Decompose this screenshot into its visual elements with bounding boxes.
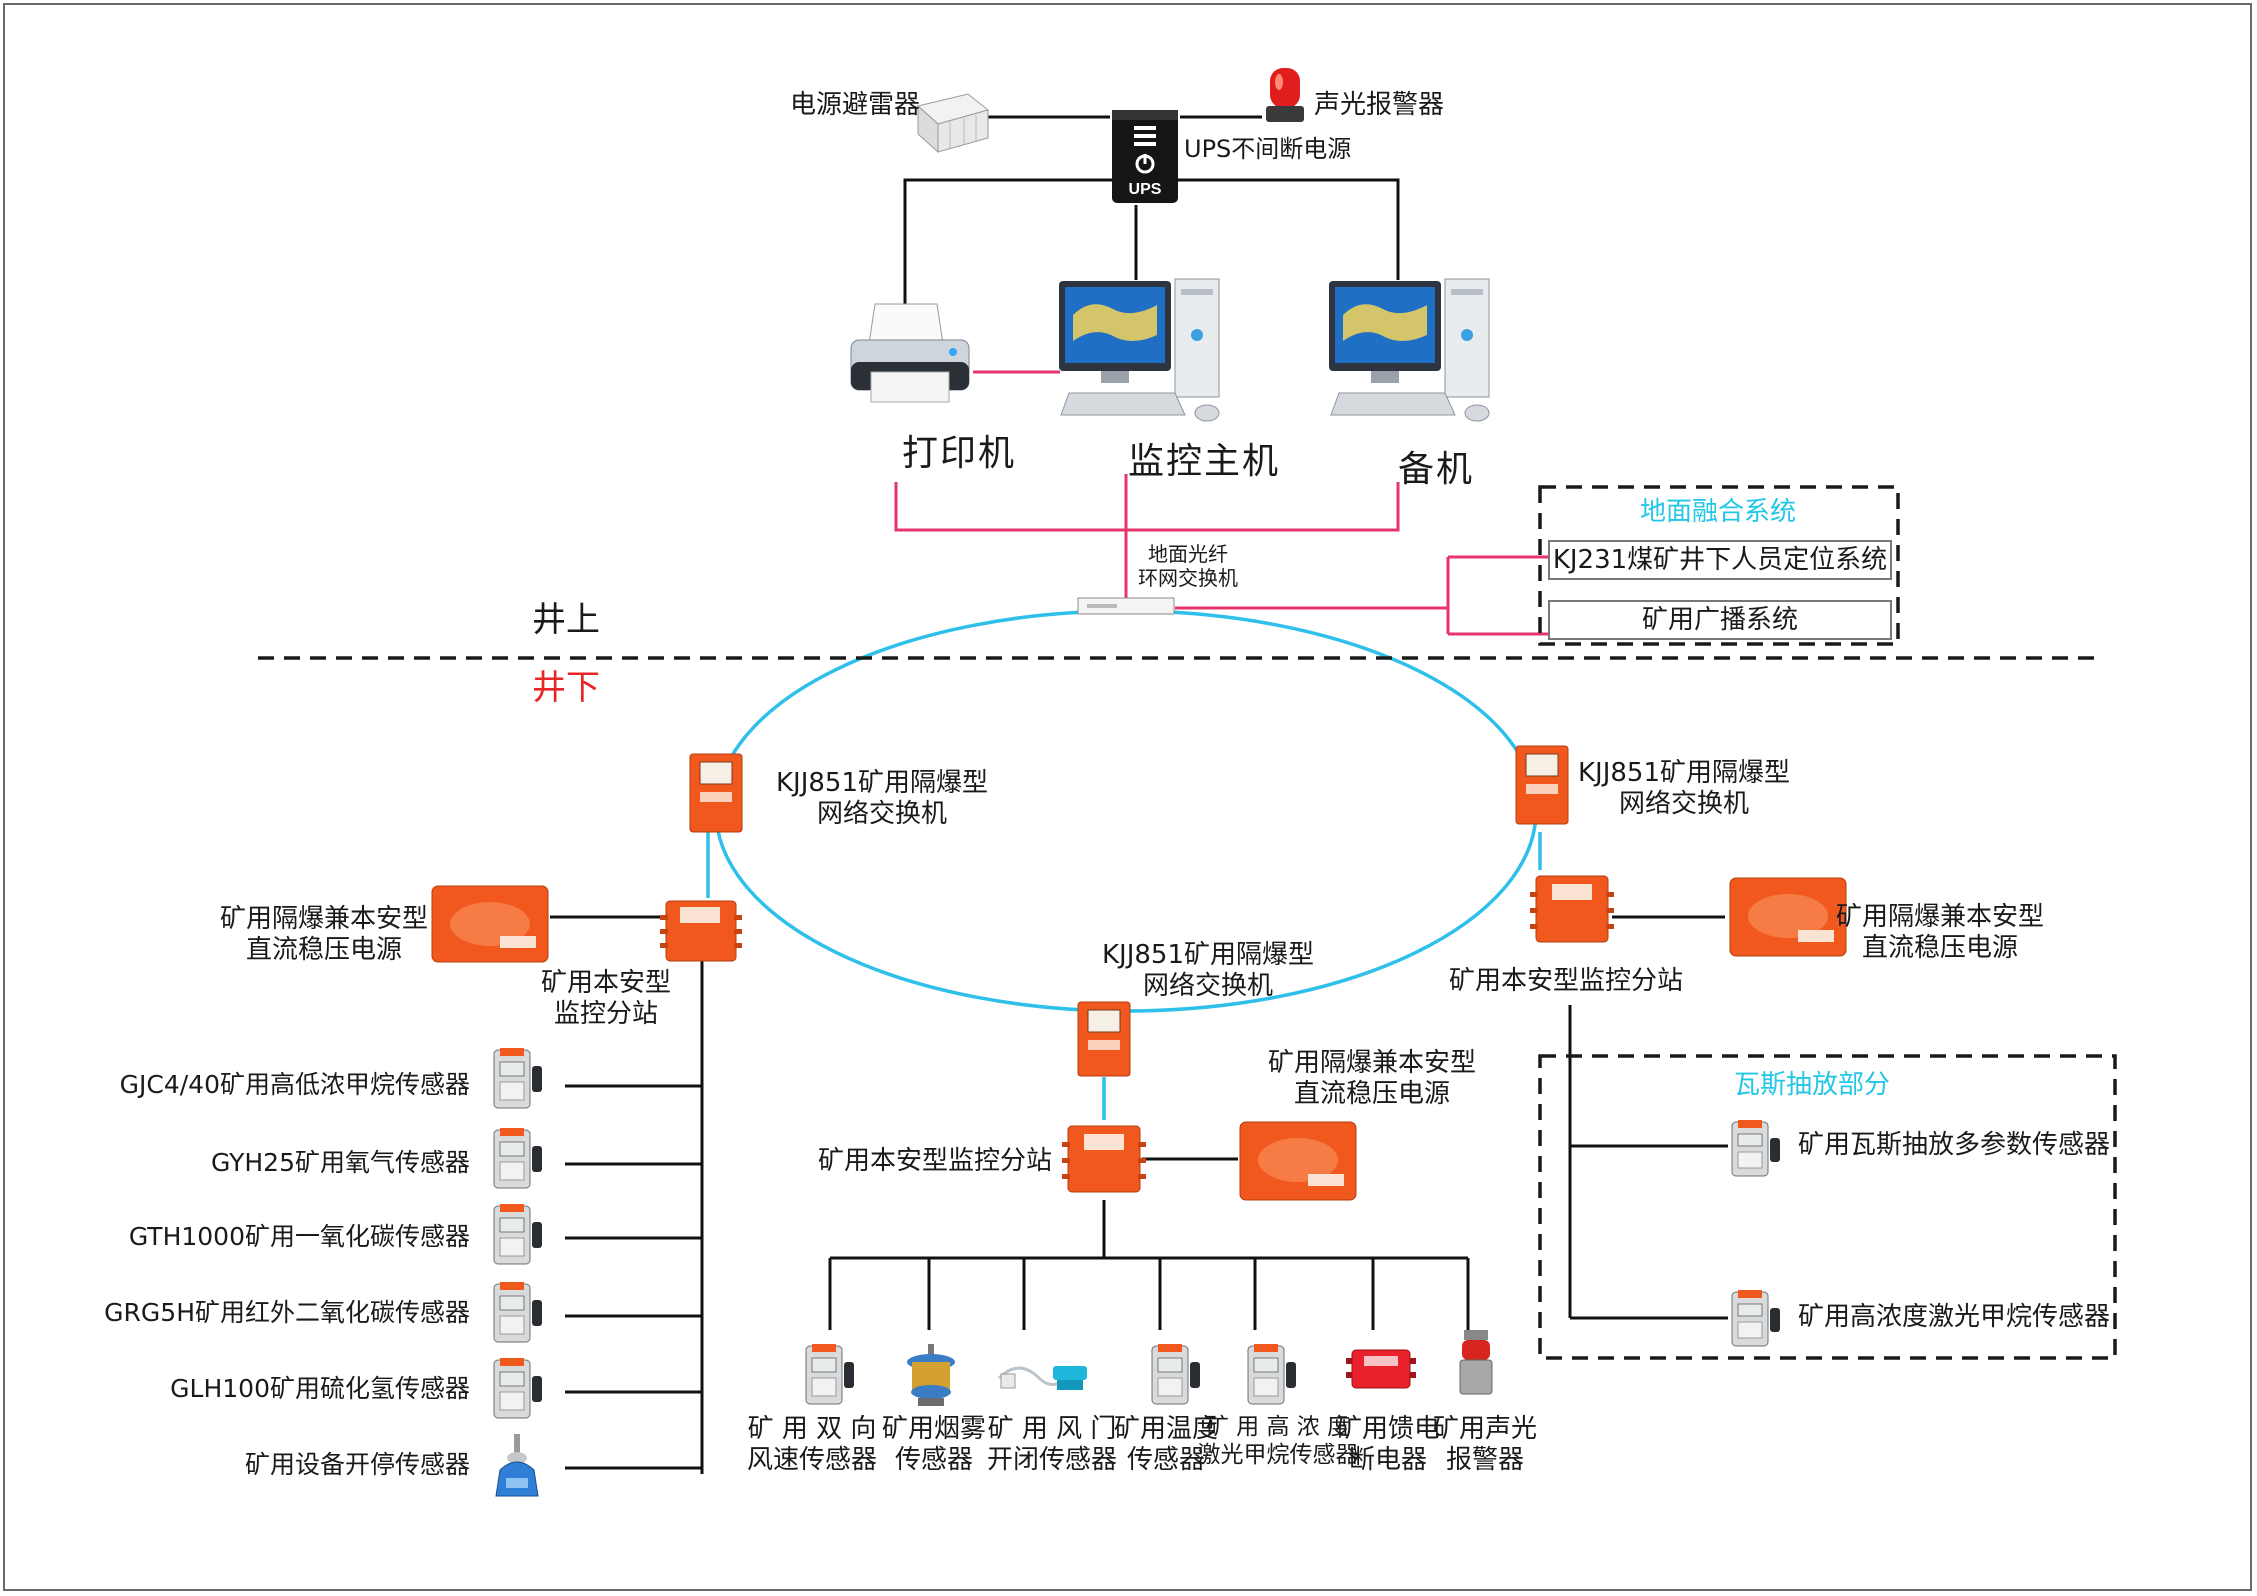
switch-left-label: KJJ851矿用隔爆型 网络交换机 (775, 768, 989, 830)
switch-right-icon (1514, 744, 1570, 826)
fusion-item-personnel-location: KJ231煤矿井下人员定位系统 (1548, 540, 1892, 580)
station-left-label: 矿用本安型 监控分站 (540, 968, 672, 1030)
printer-icon (845, 302, 975, 412)
smoke-sensor-icon (900, 1342, 962, 1410)
sound-light-alarm-icon (1456, 1328, 1496, 1398)
station-center-label: 矿用本安型监控分站 (817, 1146, 1052, 1176)
gas-laser-methane-sensor-icon (1728, 1288, 1784, 1350)
alarm-label: 声光报警器 (1314, 90, 1445, 120)
sensor-label-carbon-dioxide: GRG5H矿用红外二氧化碳传感器 (104, 1298, 470, 1327)
backup-computer-icon (1325, 275, 1500, 440)
sensor-label-wind-speed: 矿 用 双 向 风速传感器 (746, 1414, 878, 1476)
carbon-monoxide-sensor-icon (490, 1200, 546, 1270)
station-right-icon (1530, 870, 1614, 950)
sensor-label-feed-breaker: 矿用馈电 断电器 (1335, 1414, 1441, 1476)
switch-bottom-label: KJJ851矿用隔爆型 网络交换机 (1101, 940, 1315, 1002)
zone-below-label: 井下 (532, 668, 600, 708)
fiber-switch-label: 地面光纤 环网交换机 (1138, 542, 1238, 590)
power-center-icon (1238, 1118, 1358, 1204)
gas-item-laser-methane: 矿用高浓度激光甲烷传感器 (1798, 1302, 2111, 1332)
power-left-label: 矿用隔爆兼本安型 直流稳压电源 (219, 904, 429, 966)
switch-bottom-icon (1076, 1000, 1132, 1078)
underground-wires (550, 915, 1728, 1474)
sensor-label-sound-light-alarm: 矿用声光 报警器 (1432, 1414, 1538, 1476)
surface-data-wires (894, 370, 1548, 636)
power-right-label: 矿用隔爆兼本安型 直流稳压电源 (1835, 902, 2045, 964)
sensor-label-carbon-monoxide: GTH1000矿用一氧化碳传感器 (128, 1222, 470, 1251)
equipment-onoff-sensor-icon (494, 1432, 540, 1502)
sensor-label-smoke: 矿用烟雾 传感器 (881, 1414, 987, 1476)
power-left-icon (430, 880, 550, 968)
ups-label: UPS不间断电源 (1184, 135, 1352, 163)
air-door-sensor-icon (995, 1350, 1093, 1400)
station-right-label: 矿用本安型监控分站 (1448, 966, 1684, 996)
ups-icon: UPS (1110, 108, 1180, 205)
sensor-label-methane: GJC4/40矿用高低浓甲烷传感器 (119, 1070, 470, 1099)
gas-multiparam-sensor-icon (1728, 1118, 1784, 1180)
laser-methane-sensor-icon (1244, 1340, 1300, 1410)
power-center-label: 矿用隔爆兼本安型 直流稳压电源 (1267, 1048, 1477, 1110)
station-center-icon (1062, 1120, 1146, 1200)
sensor-label-oxygen: GYH25矿用氧气传感器 (210, 1148, 470, 1177)
feed-breaker-icon (1346, 1344, 1416, 1394)
sensor-label-laser-methane: 矿 用 高 浓 度 激光甲烷传感器 (1197, 1414, 1359, 1468)
alarm-icon (1264, 66, 1306, 126)
fusion-title: 地面融合系统 (1639, 497, 1797, 527)
temperature-sensor-icon (1148, 1340, 1204, 1410)
diagram-frame (3, 3, 2252, 1591)
backup-label: 备机 (1398, 449, 1475, 490)
printer-label: 打印机 (902, 433, 1017, 474)
carbon-dioxide-sensor-icon (490, 1278, 546, 1348)
surge-protector-label: 电源避雷器 (790, 90, 921, 120)
fusion-item-broadcast: 矿用广播系统 (1548, 600, 1892, 640)
oxygen-sensor-icon (490, 1124, 546, 1194)
switch-right-label: KJJ851矿用隔爆型 网络交换机 (1577, 758, 1791, 820)
dashed-borders (258, 485, 2117, 1360)
sensor-label-air-door: 矿 用 风 门 开闭传感器 (986, 1414, 1118, 1476)
wind-speed-sensor-icon (802, 1340, 858, 1410)
ups-badge: UPS (1129, 181, 1162, 198)
gas-drainage-title: 瓦斯抽放部分 (1733, 1070, 1891, 1100)
switch-left-icon (688, 752, 744, 834)
sensor-label-equipment-onoff: 矿用设备开停传感器 (244, 1450, 470, 1479)
methane-sensor-icon (490, 1044, 546, 1114)
surge-protector-icon (912, 88, 990, 156)
hydrogen-sulfide-sensor-icon (490, 1354, 546, 1424)
gas-item-multiparam: 矿用瓦斯抽放多参数传感器 (1798, 1130, 2111, 1160)
fiber-switch-icon (1077, 596, 1175, 616)
station-left-icon (660, 895, 742, 967)
sensor-label-hydrogen-sulfide: GLH100矿用硫化氢传感器 (170, 1374, 470, 1403)
sensor-label-temperature: 矿用温度 传感器 (1113, 1414, 1219, 1476)
host-computer-icon (1055, 275, 1230, 440)
zone-above-label: 井上 (532, 600, 600, 640)
host-label: 监控主机 (1128, 441, 1281, 482)
power-right-icon (1728, 872, 1848, 962)
